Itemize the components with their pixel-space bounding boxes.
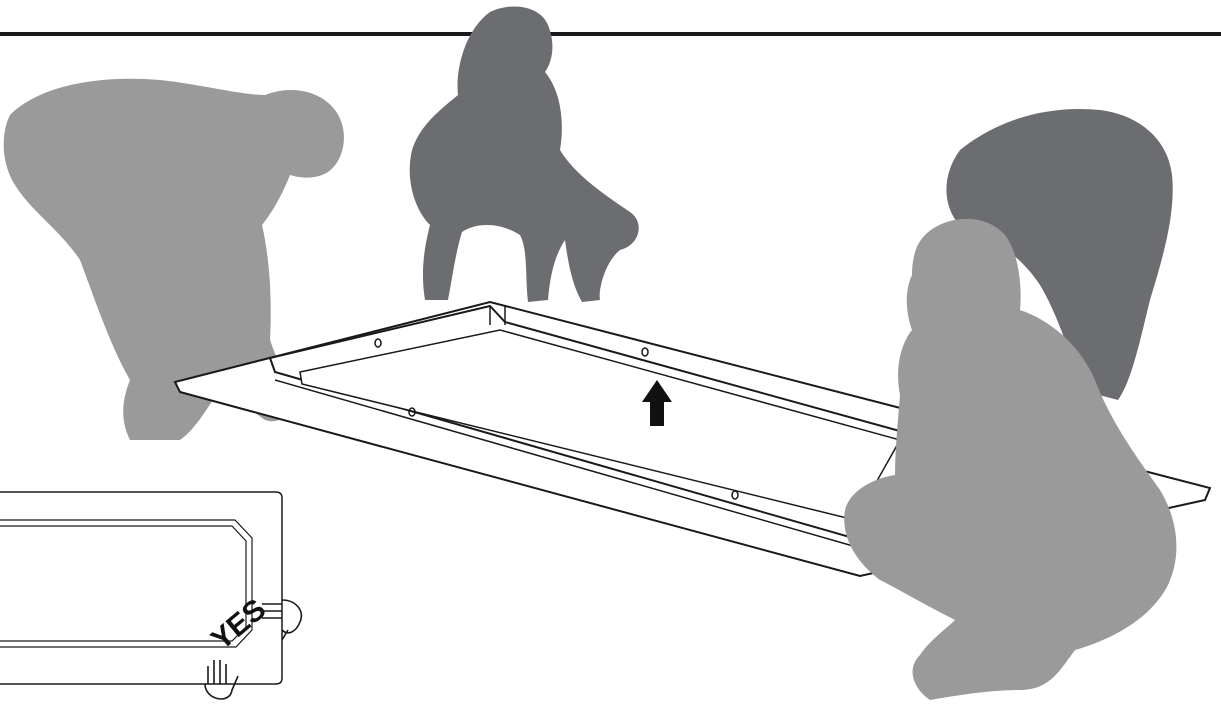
inset-figure: YES xyxy=(0,491,302,700)
inset-frame xyxy=(0,491,283,685)
up-arrow-icon xyxy=(642,380,672,426)
person-center-back xyxy=(409,6,639,303)
screw-hole xyxy=(641,347,649,357)
panel-edge xyxy=(179,391,861,577)
hand-grip-icon xyxy=(260,599,302,641)
person-front-right xyxy=(844,218,1177,701)
screw-hole xyxy=(408,407,416,417)
screw-hole xyxy=(374,338,382,348)
screw-hole xyxy=(731,490,739,500)
inset-panel-rim xyxy=(0,519,253,648)
person-back-right xyxy=(946,108,1173,400)
inset-panel-inner xyxy=(0,525,247,642)
person-left xyxy=(3,78,344,441)
hand-palm-icon xyxy=(204,660,239,700)
panel-inner-edge xyxy=(274,379,861,549)
